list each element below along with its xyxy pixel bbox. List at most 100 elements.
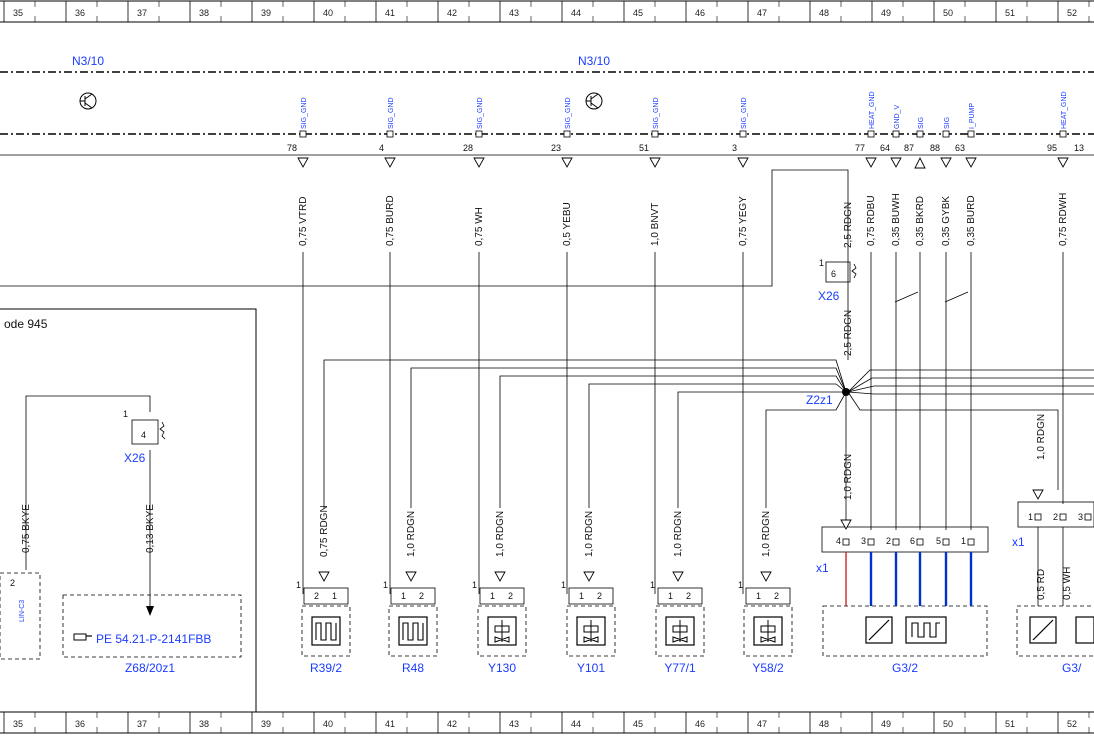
ruler-number: 36 bbox=[75, 719, 85, 729]
pin-number: 78 bbox=[287, 143, 297, 153]
signal-label: SIG_GND bbox=[653, 97, 660, 129]
ruler-number: 44 bbox=[571, 8, 581, 18]
ruler-number: 35 bbox=[13, 8, 23, 18]
ruler-number: 43 bbox=[509, 719, 519, 729]
svg-text:1: 1 bbox=[561, 580, 566, 590]
connector-x26-left[interactable]: 1 4 X26 bbox=[123, 409, 166, 465]
svg-text:6: 6 bbox=[831, 269, 836, 279]
ruler-number: 51 bbox=[1005, 8, 1015, 18]
transistor-icon bbox=[585, 92, 603, 110]
component-g3-2[interactable]: G3/2 bbox=[822, 605, 988, 675]
signal-label: HEAT_GND bbox=[1061, 91, 1068, 129]
wire-label: 0,75 RDBU bbox=[866, 195, 877, 246]
valve-icon bbox=[583, 620, 599, 643]
heater-icon bbox=[402, 622, 424, 641]
module-label-left[interactable]: N3/10 bbox=[72, 54, 104, 68]
ruler-number: 50 bbox=[943, 8, 953, 18]
component-label: Y77/1 bbox=[664, 661, 696, 675]
wire-label: 0,5 RD bbox=[1036, 569, 1047, 600]
heater-icon bbox=[315, 622, 337, 641]
connector-label: x1 bbox=[1012, 535, 1025, 549]
signal-label: GND_V bbox=[894, 105, 901, 129]
colored-wires bbox=[845, 552, 973, 606]
ruler-number: 49 bbox=[881, 719, 891, 729]
svg-text:1: 1 bbox=[1028, 512, 1033, 522]
component-label: Y130 bbox=[488, 661, 516, 675]
svg-text:3: 3 bbox=[1078, 512, 1083, 522]
ecu-pin-95[interactable]: HEAT_GND 95 0,75 RDWH bbox=[1047, 91, 1069, 246]
pin-number: 95 bbox=[1047, 143, 1057, 153]
splice-label: Z2z1 bbox=[806, 393, 833, 407]
pin-number: 88 bbox=[930, 143, 940, 153]
pin-number: 23 bbox=[551, 143, 561, 153]
svg-text:2: 2 bbox=[1053, 512, 1058, 522]
ruler-number: 47 bbox=[757, 719, 767, 729]
ruler-number: 42 bbox=[447, 719, 457, 729]
wire-harness bbox=[0, 169, 1094, 616]
signal-label: SIG_GND bbox=[477, 97, 484, 129]
svg-text:2: 2 bbox=[597, 591, 602, 601]
ruler-number: 42 bbox=[447, 8, 457, 18]
svg-text:LIN-C3: LIN-C3 bbox=[19, 600, 26, 622]
svg-text:5: 5 bbox=[936, 536, 941, 546]
wire-label: 0,5 YEBU bbox=[562, 202, 573, 246]
connector-label: X26 bbox=[818, 289, 840, 303]
splice-node[interactable] bbox=[842, 388, 850, 396]
connector-x1-right[interactable]: x1 1 2 3 bbox=[1012, 489, 1094, 606]
svg-text:1: 1 bbox=[123, 409, 128, 419]
ruler-number: 48 bbox=[819, 8, 829, 18]
wire-label: 0,75 WH bbox=[474, 207, 485, 246]
ruler-number: 47 bbox=[757, 8, 767, 18]
option-code-label: ode 945 bbox=[4, 317, 48, 331]
module-label-right[interactable]: N3/10 bbox=[578, 54, 610, 68]
component-g3-cut[interactable]: G3/ bbox=[1016, 605, 1094, 675]
pin-number: 87 bbox=[904, 143, 914, 153]
svg-text:2: 2 bbox=[508, 591, 513, 601]
signal-label: SIG_GND bbox=[565, 97, 572, 129]
wire-label: 1,0 RDGN bbox=[495, 511, 506, 557]
svg-text:1: 1 bbox=[738, 580, 743, 590]
ruler-number: 52 bbox=[1067, 8, 1077, 18]
ruler-number: 37 bbox=[137, 719, 147, 729]
signal-label: SIG bbox=[944, 117, 951, 129]
connector-label: X26 bbox=[124, 451, 146, 465]
ruler-number: 39 bbox=[261, 8, 271, 18]
connector-x26-top[interactable]: 1 6 X26 bbox=[818, 258, 857, 303]
signal-label: SIG_GND bbox=[388, 97, 395, 129]
reference-box-label: Z68/20z1 bbox=[125, 661, 175, 675]
ruler-number: 38 bbox=[199, 8, 209, 18]
signal-label: SIG_GND bbox=[741, 97, 748, 129]
ruler-number: 43 bbox=[509, 8, 519, 18]
ecu-pin-23[interactable]: SIG_GND 23 0,5 YEBU bbox=[551, 97, 573, 246]
wire-label: 1,0 RDGN bbox=[584, 511, 595, 557]
reference-link[interactable]: PE 54.21-P-2141FBB bbox=[96, 632, 211, 646]
wire-label-right-down: 1,0 RDGN bbox=[1036, 414, 1047, 460]
wire-label: 0,75 RDWH bbox=[1058, 193, 1069, 246]
svg-text:1: 1 bbox=[961, 536, 966, 546]
svg-text:4: 4 bbox=[141, 430, 146, 440]
ruler-number: 38 bbox=[199, 719, 209, 729]
signal-label: SIG bbox=[918, 117, 925, 129]
pin-number: 77 bbox=[855, 143, 865, 153]
svg-text:1: 1 bbox=[579, 591, 584, 601]
